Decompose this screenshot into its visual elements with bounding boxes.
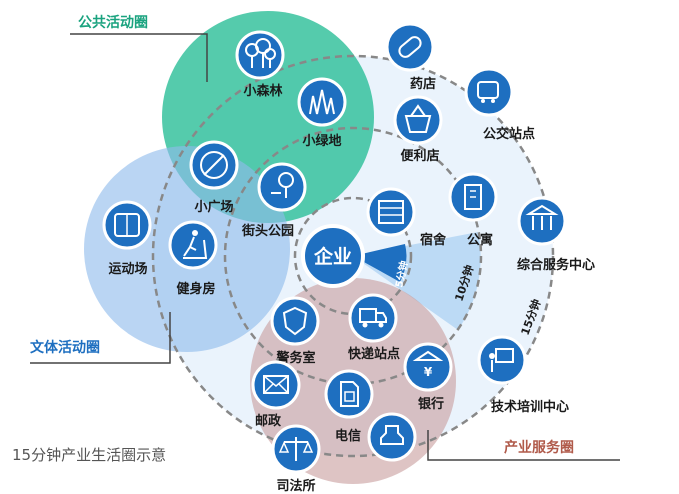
node-apartment-label: 公寓 (467, 232, 493, 248)
bus-icon (464, 67, 514, 117)
center-node (301, 224, 365, 288)
node-express-label: 快递站点 (348, 346, 400, 362)
node-stadium-label: 运动场 (108, 262, 147, 277)
ring-15 (151, 54, 555, 458)
node-telecom: 电信 (324, 369, 374, 444)
sim-card-icon (324, 369, 374, 419)
node-apartment: 公寓 (448, 172, 498, 248)
node-street-park-label: 街头公园 (241, 223, 294, 239)
ring-10 (223, 126, 483, 386)
node-stadium: 运动场 (102, 200, 152, 277)
node-gym-label: 健身房 (176, 281, 215, 297)
treadmill-icon (168, 220, 218, 270)
node-service-center-label: 综合服务中心 (517, 257, 595, 273)
node-store-label: 便利店 (400, 148, 439, 164)
node-store: 便利店 (393, 95, 443, 164)
node-express: 快递站点 (348, 293, 400, 362)
node-forest: 小森林 (235, 30, 285, 99)
node-greenland-label: 小绿地 (302, 133, 341, 149)
node-bank-label: 银行 (418, 396, 444, 412)
node-justice-scales: 司法所 (271, 424, 321, 494)
node-justice-label: 司法所 (276, 478, 315, 494)
node-square-label: 小广场 (194, 199, 233, 215)
node-service-center: 综合服务中心 (517, 196, 595, 273)
five-minute-wedge (353, 244, 407, 282)
culture-zone-label: 文体活动圈 (30, 339, 100, 356)
bank-icon (403, 342, 453, 392)
node-police-label: 警务室 (276, 350, 315, 366)
center-label: 企业 (313, 245, 352, 268)
node-post: 邮政 (251, 360, 301, 429)
node-post-label: 邮政 (255, 413, 282, 429)
node-dormitory: 宿舍 (366, 187, 447, 248)
stamp-icon (367, 412, 417, 462)
delivery-truck-icon (348, 293, 398, 343)
svg-text:¥: ¥ (424, 365, 433, 379)
node-police: 警务室 (270, 296, 320, 366)
police-badge-icon (270, 296, 320, 346)
culture-zone-leader (30, 312, 171, 364)
node-training-label: 技术培训中心 (491, 399, 569, 415)
node-street-park: 街头公园 (241, 162, 307, 239)
building-icon (366, 187, 416, 237)
mail-icon (251, 360, 301, 410)
basket-icon (393, 95, 443, 145)
public-zone-leader (70, 33, 208, 82)
node-square: 小广场 (189, 140, 239, 215)
park-bench-icon (257, 162, 307, 212)
node-training: 技术培训中心 (477, 335, 569, 415)
teacher-board-icon (477, 335, 527, 385)
industry-zone-leader (427, 430, 620, 461)
node-justice (367, 412, 417, 462)
node-bus-stop-label: 公交站点 (483, 126, 535, 142)
node-dormitory-label: 宿舍 (420, 232, 447, 248)
node-bank: ¥ 银行 (403, 342, 453, 412)
node-bus-stop: 公交站点 (464, 67, 535, 142)
node-telecom-label: 电信 (335, 428, 361, 444)
node-pharmacy: 药店 (385, 22, 436, 92)
tree-cluster-icon (235, 30, 285, 80)
node-pharmacy-label: 药店 (410, 76, 436, 92)
node-gym: 健身房 (168, 220, 218, 297)
pill-icon (385, 22, 435, 72)
industry-zone-label: 产业服务圈 (504, 439, 574, 456)
diagram-caption: 15分钟产业生活圈示意 (12, 446, 167, 464)
node-forest-label: 小森林 (243, 83, 282, 99)
public-zone-label: 公共活动圈 (78, 14, 148, 31)
grass-icon (297, 77, 347, 127)
node-greenland: 小绿地 (297, 77, 347, 149)
